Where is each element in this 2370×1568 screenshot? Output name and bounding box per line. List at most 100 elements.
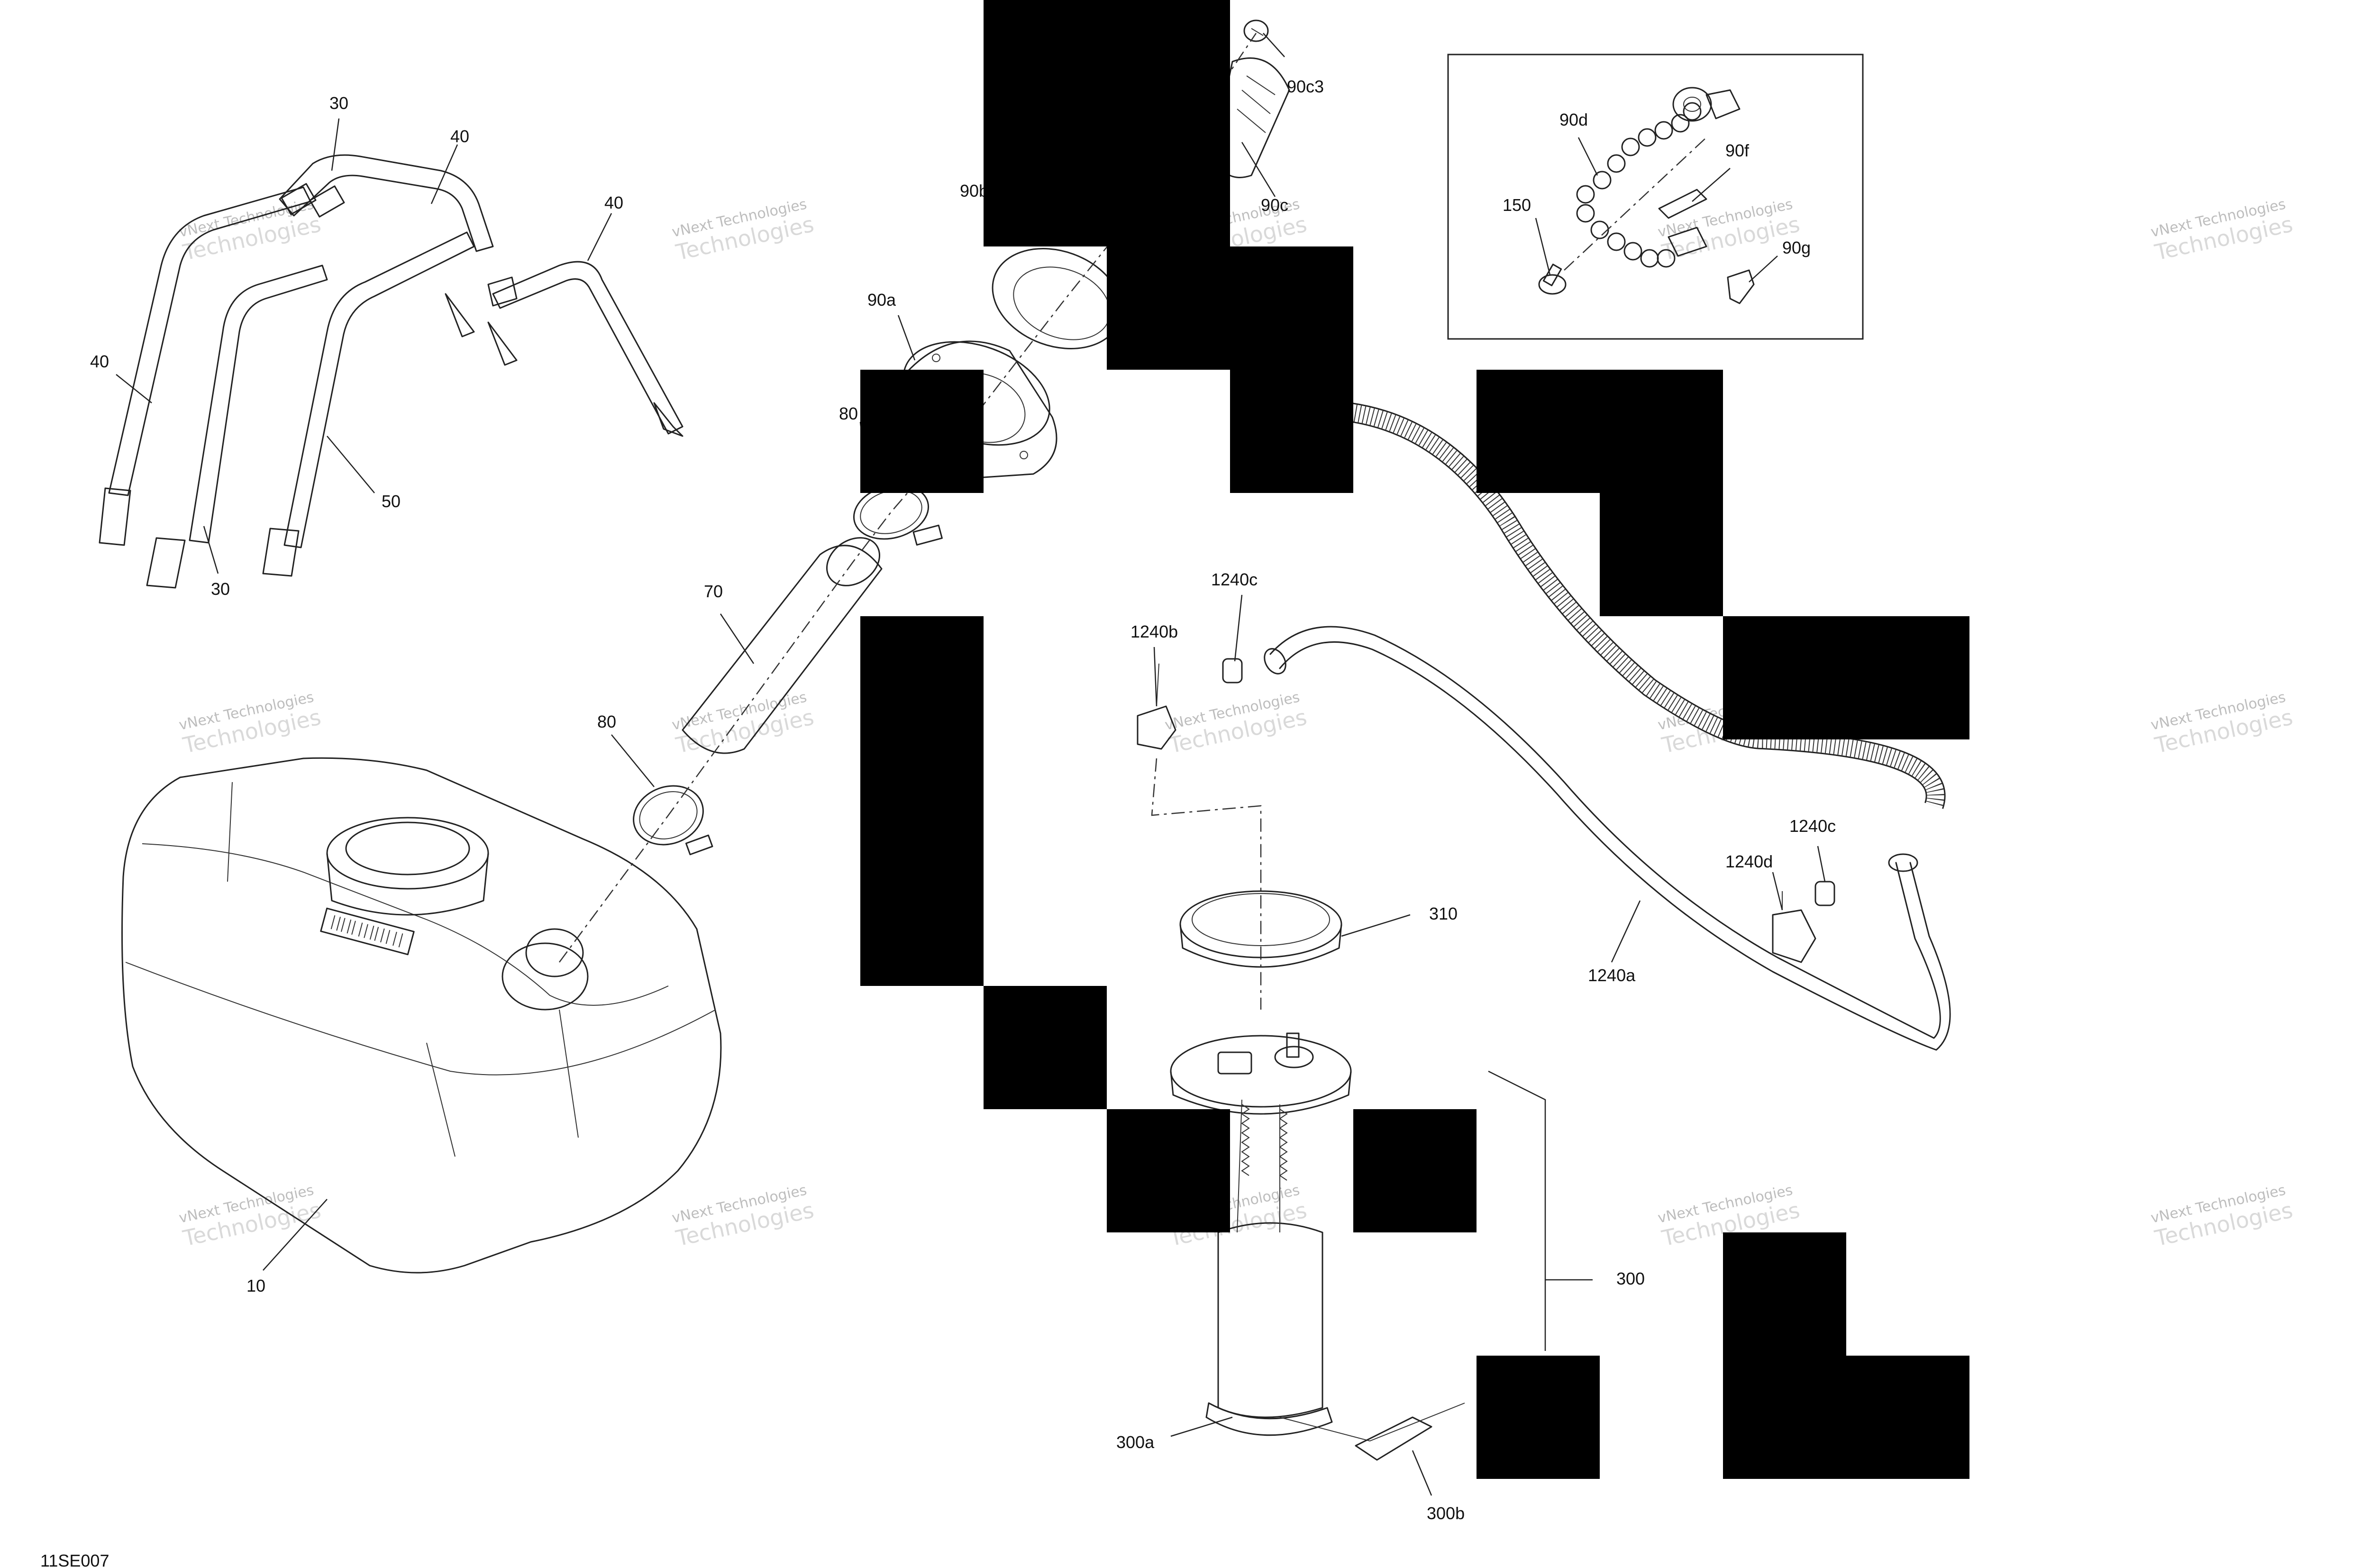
fuel-line-centerline — [1151, 758, 1262, 1010]
leader — [1772, 872, 1783, 911]
watermark: vNext Technologies Technologies — [2149, 1182, 2295, 1251]
pump-spring — [1241, 1104, 1250, 1176]
callout-labels: 30 40 40 40 50 30 90c3 90c 90b 90a 80 70… — [40, 77, 1836, 1568]
watermark: vNext Technologies Technologies — [1163, 689, 1309, 758]
pump-body — [1217, 1222, 1323, 1418]
callout-80: 80 — [839, 404, 858, 423]
tank-outline — [121, 757, 722, 1274]
redaction-block — [1846, 1356, 1969, 1479]
leader — [1577, 137, 1598, 176]
callout-80: 80 — [597, 712, 616, 731]
tank-filler-ring-inner — [345, 821, 470, 875]
connector-1240d — [1772, 909, 1816, 963]
strap-30 — [189, 264, 328, 544]
leader — [430, 144, 458, 204]
leader — [1488, 1070, 1593, 1351]
fuel-pump-module — [1170, 1032, 1465, 1461]
leader — [611, 734, 655, 787]
redaction-block — [1477, 370, 1723, 493]
leader — [1611, 900, 1641, 963]
callout-90f: 90f — [1725, 141, 1750, 160]
leader — [327, 436, 375, 493]
filler-hose-assembly — [633, 484, 943, 856]
leader-lines — [116, 33, 1826, 1496]
screw-150-shank — [1542, 264, 1562, 286]
redaction-blocks — [860, 0, 1969, 1479]
watermark: vNext Technologies Technologies — [670, 196, 816, 265]
connector-1240b — [1137, 705, 1176, 750]
strap-30-top — [279, 154, 494, 252]
watermark: vNext Technologies Technologies — [177, 689, 323, 758]
callout-40: 40 — [450, 127, 469, 146]
tank-filler-ring-body — [326, 852, 489, 916]
level-sender-300b — [1355, 1416, 1432, 1461]
redaction-block — [1723, 1232, 1846, 1479]
leader — [1170, 1416, 1233, 1437]
redaction-block — [1107, 246, 1353, 370]
pump-flange-side — [1170, 1070, 1352, 1115]
fuel-line-end — [1888, 853, 1918, 872]
strap-buckle — [309, 185, 345, 218]
filler-hose — [682, 545, 883, 754]
redaction-block — [860, 616, 984, 986]
leader — [331, 118, 340, 171]
pump-connector — [1217, 1051, 1252, 1075]
callout-150: 150 — [1503, 195, 1531, 215]
callout-310: 310 — [1429, 904, 1458, 923]
vent-hose-body — [1349, 404, 1944, 809]
tank-seam — [227, 782, 579, 1157]
callout-90c: 90c — [1261, 195, 1288, 215]
strap-hook — [487, 321, 518, 366]
watermark: vNext Technologies Technologies — [177, 196, 323, 265]
cap-plug-90c3 — [1243, 19, 1269, 42]
leader — [1241, 142, 1276, 197]
redaction-block — [984, 986, 1107, 1109]
vent-hose — [1349, 402, 1946, 809]
sender-arm — [1279, 1403, 1465, 1442]
redaction-block — [1477, 1356, 1600, 1479]
leader — [203, 526, 219, 574]
clamp-80-lower-inner — [639, 791, 698, 839]
callout-1240c: 1240c — [1211, 570, 1258, 589]
callout-70: 70 — [704, 582, 723, 601]
redaction-block — [984, 0, 1230, 246]
leader — [897, 315, 916, 361]
pump-outlet — [1274, 1046, 1314, 1068]
leader — [1412, 1450, 1432, 1496]
tank-filler-ring — [326, 817, 489, 890]
clamp-screw — [912, 524, 943, 546]
strap-50 — [283, 231, 475, 548]
redaction-block — [1600, 493, 1723, 616]
strap-buckle — [281, 183, 317, 215]
clamp-screw — [685, 834, 713, 856]
callout-90g: 90g — [1782, 238, 1811, 257]
callout-90d: 90d — [1559, 110, 1588, 129]
tank-straps — [99, 154, 684, 589]
watermark: vNext Technologies Technologies — [2149, 689, 2295, 758]
cap-plug-stem — [1251, 28, 1264, 36]
callout-1240b: 1240b — [1130, 622, 1178, 641]
redaction-block — [860, 370, 984, 493]
fuel-line-assembly — [1137, 626, 1951, 1051]
callout-1240d: 1240d — [1725, 852, 1773, 871]
rivet-90g — [1727, 269, 1755, 304]
callout-50: 50 — [382, 492, 401, 511]
leader — [1341, 914, 1411, 937]
leader — [1749, 255, 1778, 283]
leader — [1535, 218, 1551, 275]
callout-300: 300 — [1616, 1269, 1645, 1288]
strap-hook — [653, 402, 684, 437]
strap-40-left — [108, 186, 311, 496]
screw-150 — [1538, 274, 1567, 295]
strap-end-tab — [99, 487, 131, 546]
leader — [587, 213, 612, 261]
redaction-block — [1107, 1109, 1230, 1232]
callout-90c3: 90c3 — [1287, 77, 1324, 96]
inset-frame — [1447, 54, 1864, 340]
callout-1240c: 1240c — [1789, 816, 1836, 836]
redaction-block — [1230, 370, 1353, 493]
pump-base-300a — [1205, 1402, 1333, 1436]
watermark: vNext Technologies Technologies — [2149, 196, 2295, 265]
redaction-block — [1723, 616, 1969, 739]
